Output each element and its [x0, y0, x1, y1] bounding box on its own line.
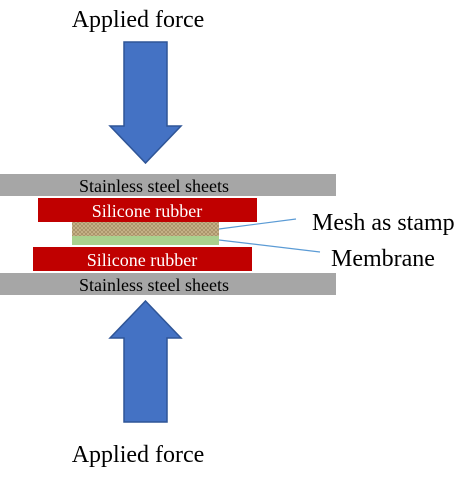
- force-arrow-up-icon: [108, 299, 183, 423]
- membrane-label: Membrane: [331, 246, 435, 272]
- steel-sheet-bottom-label: Stainless steel sheets: [79, 275, 229, 295]
- membrane-leader-line: [218, 239, 321, 253]
- silicone-rubber-bottom: [33, 247, 252, 271]
- mesh-label: Mesh as stamp: [312, 210, 455, 236]
- steel-sheet-top-label: Stainless steel sheets: [79, 176, 229, 196]
- force-arrow-down-icon: [108, 41, 183, 165]
- mesh-layer: [72, 222, 219, 236]
- applied-force-bottom-label: Applied force: [72, 442, 205, 468]
- membrane-layer: [72, 236, 219, 245]
- silicone-rubber-bottom-label: Silicone rubber: [87, 250, 197, 270]
- silicone-rubber-top-label: Silicone rubber: [92, 201, 202, 221]
- steel-sheet-top: [0, 174, 336, 196]
- silicone-rubber-top: [38, 198, 257, 222]
- mesh-leader-line: [218, 218, 297, 230]
- steel-sheet-bottom: [0, 273, 336, 295]
- applied-force-top-label: Applied force: [72, 7, 205, 33]
